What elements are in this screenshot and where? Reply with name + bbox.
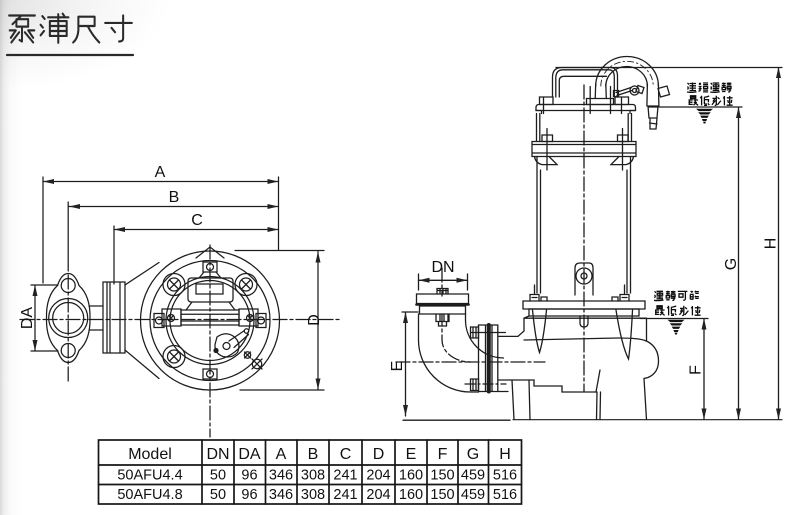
svg-text:G: G [467, 446, 479, 463]
svg-text:150: 150 [430, 468, 454, 484]
svg-text:346: 346 [269, 468, 293, 484]
svg-text:A: A [276, 446, 287, 463]
svg-text:D: D [306, 314, 323, 326]
svg-text:DA: DA [238, 446, 261, 463]
svg-text:308: 308 [301, 468, 325, 484]
svg-text:D: D [373, 446, 385, 463]
svg-text:DN: DN [431, 259, 454, 276]
svg-text:C: C [191, 212, 203, 229]
svg-text:241: 241 [333, 487, 357, 503]
svg-text:G: G [723, 258, 740, 270]
svg-text:160: 160 [399, 487, 423, 503]
svg-text:459: 459 [461, 487, 485, 503]
svg-text:160: 160 [399, 468, 423, 484]
svg-text:150: 150 [430, 487, 454, 503]
svg-text:96: 96 [241, 468, 257, 484]
svg-text:B: B [169, 189, 180, 206]
svg-text:516: 516 [493, 487, 517, 503]
svg-text:96: 96 [241, 487, 257, 503]
svg-text:F: F [688, 365, 705, 375]
svg-text:E: E [406, 446, 417, 463]
svg-text:50: 50 [210, 487, 226, 503]
svg-text:Model: Model [128, 446, 172, 463]
svg-text:241: 241 [333, 468, 357, 484]
svg-text:50AFU4.8: 50AFU4.8 [117, 487, 182, 503]
svg-text:F: F [438, 446, 448, 463]
svg-text:H: H [499, 446, 511, 463]
svg-text:346: 346 [269, 487, 293, 503]
svg-text:308: 308 [301, 487, 325, 503]
svg-text:DN: DN [206, 446, 229, 463]
svg-text:204: 204 [366, 487, 390, 503]
svg-text:H: H [763, 238, 780, 250]
svg-text:DA: DA [19, 307, 36, 330]
svg-text:A: A [155, 164, 166, 181]
svg-text:204: 204 [366, 468, 390, 484]
svg-text:459: 459 [461, 468, 485, 484]
svg-text:516: 516 [493, 468, 517, 484]
svg-text:C: C [340, 446, 352, 463]
svg-text:B: B [308, 446, 319, 463]
svg-text:E: E [389, 361, 406, 372]
svg-text:50AFU4.4: 50AFU4.4 [117, 468, 182, 484]
svg-text:50: 50 [210, 468, 226, 484]
